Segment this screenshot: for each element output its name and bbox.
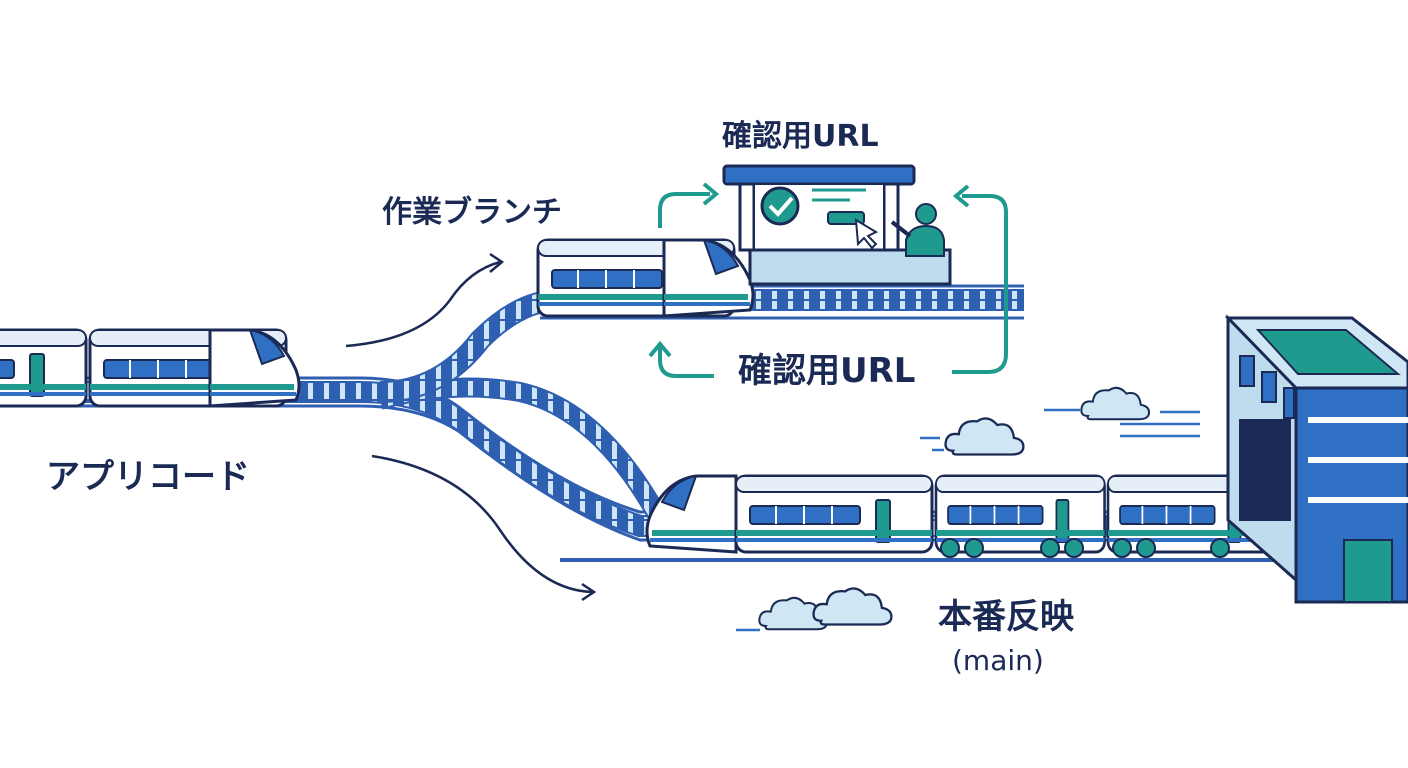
cloud-icon [944, 417, 1025, 456]
train-icon [645, 474, 738, 554]
train-work-branch [536, 238, 755, 318]
person-icon [890, 203, 945, 257]
station-icon [722, 164, 952, 286]
train-icon [734, 474, 934, 554]
label-preview-url-top: 確認用URL [722, 119, 879, 154]
cursor-icon [854, 218, 879, 250]
check-icon [760, 186, 800, 226]
cloud-icon [812, 587, 893, 626]
arrow-icon [648, 182, 1008, 378]
label-production: 本番反映 [938, 597, 1074, 637]
label-preview-url-bottom: 確認用URL [738, 351, 915, 391]
building-icon [1224, 314, 1408, 768]
speed-lines [736, 408, 1200, 632]
label-work-branch: 作業ブランチ [382, 195, 562, 230]
label-production-branch: (main) [952, 644, 1044, 677]
train-icon [0, 328, 88, 408]
arrow-icon [345, 252, 597, 602]
cloud-icon [1080, 386, 1151, 421]
train-production [645, 474, 1279, 558]
label-app-code: アプリコード [46, 457, 250, 497]
train-app-code [0, 328, 301, 408]
